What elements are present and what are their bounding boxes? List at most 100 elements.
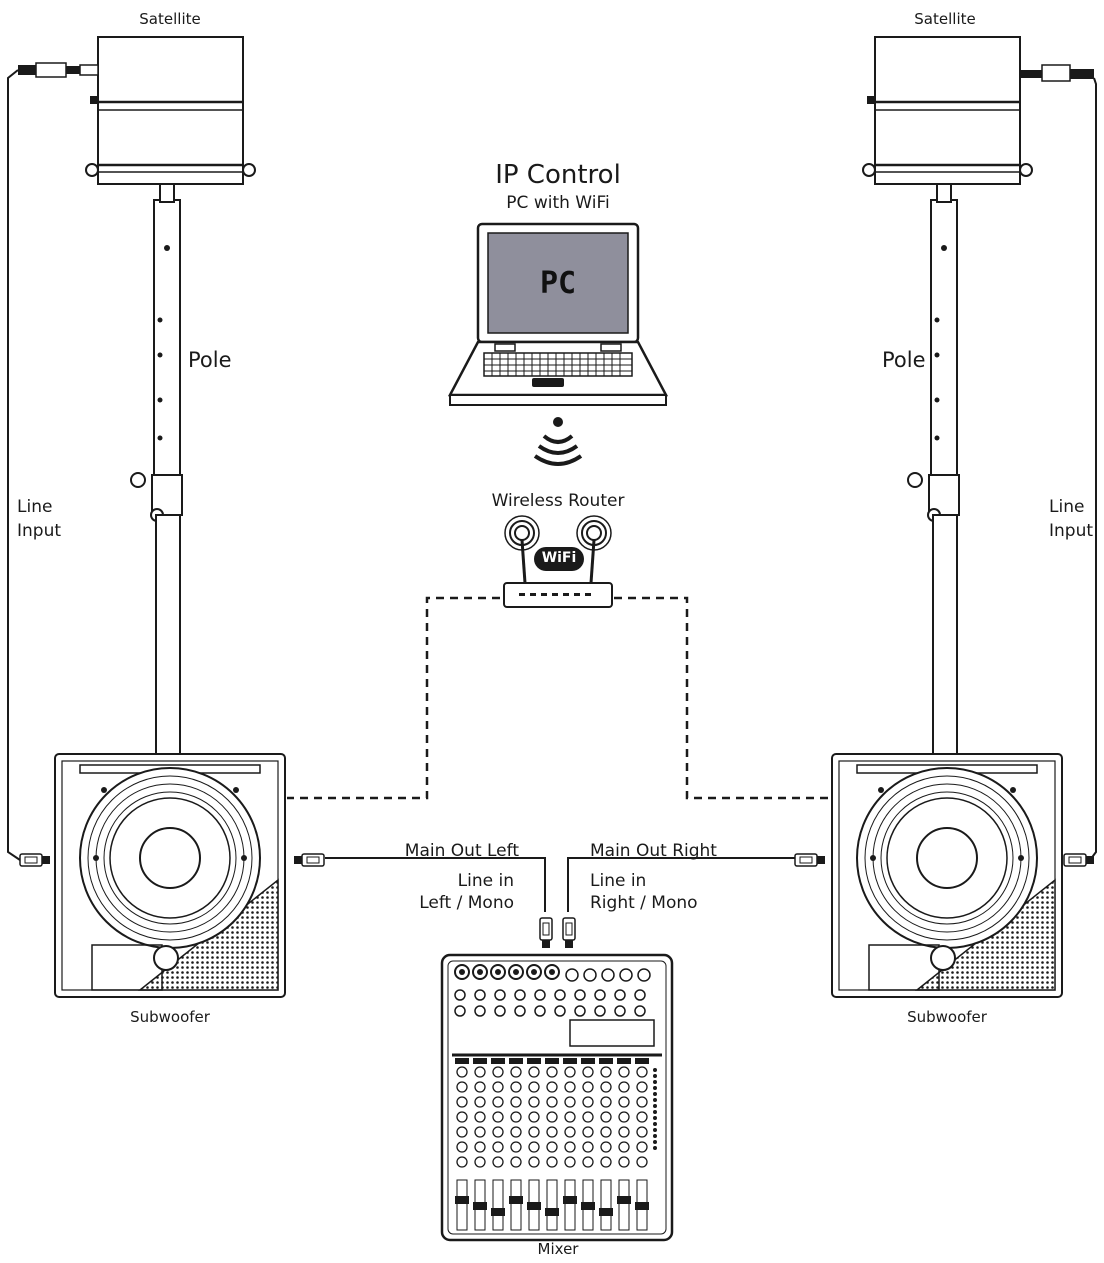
mixer-channel-label bbox=[527, 1058, 541, 1064]
mixer-knob bbox=[528, 1111, 540, 1123]
mixer-knob bbox=[474, 1111, 486, 1123]
mixer-knob bbox=[594, 1005, 606, 1017]
mixer-knob bbox=[564, 1156, 576, 1168]
mixer-knob bbox=[634, 1005, 646, 1017]
main-out-left-cable bbox=[325, 857, 546, 912]
mixer-fader-cap bbox=[473, 1202, 487, 1210]
satellite-left-label: Satellite bbox=[139, 10, 201, 28]
mixer-knob bbox=[619, 968, 633, 982]
mixer-knob bbox=[456, 1081, 468, 1093]
mixer-fader-cap bbox=[491, 1208, 505, 1216]
mixer-knob bbox=[474, 1066, 486, 1078]
mixer-knob bbox=[492, 1066, 504, 1078]
mixer-knob bbox=[637, 968, 651, 982]
laptop-pc bbox=[447, 222, 669, 406]
mixer-knob bbox=[510, 1141, 522, 1153]
mixer-knob bbox=[601, 968, 615, 982]
wireless-router bbox=[503, 515, 613, 608]
mixer-knob bbox=[564, 1111, 576, 1123]
satellite-left bbox=[79, 36, 256, 185]
mixer-meter-led bbox=[653, 1092, 657, 1096]
mixer-fader-cap bbox=[527, 1202, 541, 1210]
line-in-right-label-1: Line in bbox=[590, 871, 647, 891]
pole-right bbox=[907, 183, 960, 756]
network-link-left bbox=[287, 596, 500, 800]
line-in-left-label-1: Line in bbox=[457, 871, 514, 891]
subwoofer-left-label: Subwoofer bbox=[130, 1008, 210, 1026]
mixer-meter-led bbox=[653, 1128, 657, 1132]
mixer-input-jack-center bbox=[477, 969, 483, 975]
mixer-knob bbox=[636, 1066, 648, 1078]
mixer-knob bbox=[618, 1141, 630, 1153]
mixer bbox=[440, 917, 674, 1242]
network-links bbox=[287, 596, 832, 800]
mixer-knob bbox=[514, 989, 526, 1001]
mixer-knob bbox=[510, 1096, 522, 1108]
mixer-knob bbox=[574, 1005, 586, 1017]
mixer-knob bbox=[492, 1096, 504, 1108]
mixer-knob bbox=[614, 989, 626, 1001]
mixer-input-jack-center bbox=[495, 969, 501, 975]
line-input-right-label-2: Input bbox=[1049, 521, 1094, 541]
mixer-knob bbox=[528, 1141, 540, 1153]
mixer-meter-led bbox=[653, 1134, 657, 1138]
mixer-knob bbox=[510, 1081, 522, 1093]
line-input-cable-right bbox=[1089, 77, 1097, 861]
mixer-knob bbox=[510, 1126, 522, 1138]
mixer-knob bbox=[582, 1111, 594, 1123]
wifi-badge-label: WiFi bbox=[541, 550, 577, 566]
mixer-meter-led bbox=[653, 1074, 657, 1078]
line-input-left-label-2: Input bbox=[17, 521, 62, 541]
wifi-signal-icon bbox=[533, 417, 583, 466]
mixer-channel-label bbox=[455, 1058, 469, 1064]
line-input-cable-left bbox=[7, 69, 21, 861]
mixer-knob bbox=[636, 1096, 648, 1108]
main-out-right-label: Main Out Right bbox=[590, 841, 717, 861]
mixer-knob bbox=[514, 1005, 526, 1017]
mixer-knob bbox=[528, 1096, 540, 1108]
mixer-knob bbox=[600, 1156, 612, 1168]
mixer-knob bbox=[454, 989, 466, 1001]
mixer-knob bbox=[534, 989, 546, 1001]
mixer-knob bbox=[474, 1081, 486, 1093]
mixer-knob bbox=[510, 1111, 522, 1123]
subwoofer-left bbox=[54, 753, 286, 998]
mixer-knob bbox=[528, 1066, 540, 1078]
mixer-fader-track bbox=[546, 1179, 558, 1231]
mixer-knob bbox=[618, 1096, 630, 1108]
mixer-knob bbox=[564, 1096, 576, 1108]
mixer-knob bbox=[492, 1081, 504, 1093]
mixer-knob bbox=[510, 1066, 522, 1078]
mixer-channel-label bbox=[635, 1058, 649, 1064]
mixer-knob bbox=[492, 1156, 504, 1168]
mixer-channel-label bbox=[491, 1058, 505, 1064]
mixer-knob bbox=[614, 1005, 626, 1017]
mixer-knob bbox=[546, 1126, 558, 1138]
mixer-knob bbox=[583, 968, 597, 982]
mixer-knob bbox=[565, 968, 579, 982]
mixer-knob bbox=[474, 1126, 486, 1138]
mixer-input-jack-center bbox=[459, 969, 465, 975]
mixer-fader-track bbox=[510, 1179, 522, 1231]
mixer-meter-led bbox=[653, 1104, 657, 1108]
satellite-right-label: Satellite bbox=[914, 10, 976, 28]
mixer-channel-label bbox=[563, 1058, 577, 1064]
mixer-knob bbox=[492, 1141, 504, 1153]
mixer-knob bbox=[618, 1126, 630, 1138]
network-link-right bbox=[614, 596, 832, 800]
mixer-meter-led bbox=[653, 1086, 657, 1090]
mixer-meter-led bbox=[653, 1140, 657, 1144]
mixer-knob bbox=[636, 1081, 648, 1093]
line-input-jack-right bbox=[1020, 64, 1094, 82]
mixer-meter-led bbox=[653, 1098, 657, 1102]
mixer-label: Mixer bbox=[537, 1240, 579, 1258]
mixer-fader-cap bbox=[617, 1196, 631, 1204]
mixer-knob bbox=[618, 1111, 630, 1123]
mixer-knob bbox=[534, 1005, 546, 1017]
mixer-knob bbox=[636, 1126, 648, 1138]
mixer-channel-label bbox=[581, 1058, 595, 1064]
mixer-knob bbox=[582, 1141, 594, 1153]
mixer-channel-label bbox=[599, 1058, 613, 1064]
mixer-knob bbox=[594, 989, 606, 1001]
